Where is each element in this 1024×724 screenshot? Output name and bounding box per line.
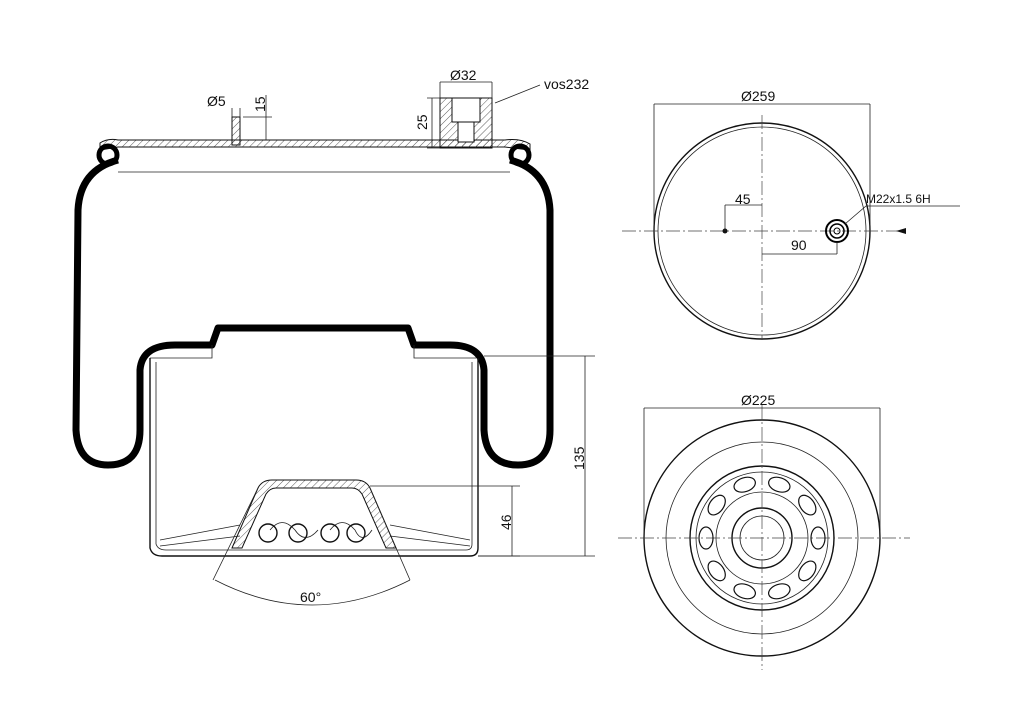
top-diameter-dim xyxy=(653,103,871,231)
port-offset-label: 90 xyxy=(791,237,807,253)
side-view: Ø5 15 Ø32 25 vos232 135 46 60° xyxy=(72,67,595,606)
piston-ribs xyxy=(159,522,471,547)
bottom-diameter-label: Ø225 xyxy=(741,392,775,408)
piston-dome xyxy=(231,479,397,549)
piston-inner xyxy=(155,362,473,551)
top-diameter-label: Ø259 xyxy=(741,88,775,104)
rib-hole-3 xyxy=(320,523,340,543)
piston-height-label: 46 xyxy=(498,514,514,530)
rib-hole-1 xyxy=(258,523,278,543)
pin-offset-label: 45 xyxy=(735,191,751,207)
top-port-inner xyxy=(833,227,841,235)
piston-body xyxy=(149,358,479,557)
bottom-lobe xyxy=(810,526,826,550)
pin-diameter-label: Ø5 xyxy=(207,93,226,109)
fitting-code-label: vos232 xyxy=(544,76,589,92)
bellow-outline xyxy=(72,156,554,469)
fitting-height-label: 25 xyxy=(414,114,430,130)
bottom-view: Ø225 xyxy=(618,392,910,670)
fitting-stem xyxy=(457,121,475,143)
bottom-lobe xyxy=(733,476,756,493)
piston-rim-right xyxy=(413,345,476,359)
piston-rim-left xyxy=(150,345,213,359)
bottom-lobe xyxy=(707,494,726,516)
rib-hole-2 xyxy=(288,523,308,543)
rib-hole-4 xyxy=(346,523,366,543)
overall-height-label: 135 xyxy=(571,446,587,470)
thread-leader xyxy=(844,205,960,225)
port-offset-dim xyxy=(762,242,838,255)
angle-arc xyxy=(214,579,411,606)
top-arrow xyxy=(896,228,906,234)
top-port-mid xyxy=(829,223,845,239)
fitting-diameter-dim xyxy=(439,81,493,98)
pin-diameter-dim xyxy=(231,108,241,117)
bottom-lobe xyxy=(798,494,817,516)
bottom-lobe xyxy=(698,526,714,550)
angle-label: 60° xyxy=(300,589,321,605)
bottom-lobe xyxy=(798,560,817,582)
top-view: Ø259 45 90 M22x1.5 6H xyxy=(622,88,960,340)
bottom-diameter-dim xyxy=(643,407,881,538)
bottom-lobe xyxy=(768,476,791,493)
bottom-lobe xyxy=(768,583,791,600)
fitting-diameter-label: Ø32 xyxy=(450,67,477,83)
bottom-lobe xyxy=(707,560,726,582)
fitting-leader xyxy=(494,84,541,104)
piston-height-dim xyxy=(370,485,520,557)
bottom-lobe xyxy=(733,583,756,600)
thread-spec-label: M22x1.5 6H xyxy=(866,192,931,206)
angle-line-left xyxy=(212,487,259,581)
pin-length-label: 15 xyxy=(252,96,268,112)
fitting-height-dim xyxy=(427,97,440,149)
bottom-lobes xyxy=(698,476,826,600)
pin-length-dim xyxy=(243,95,272,140)
fitting-bore xyxy=(451,97,481,123)
angle-line-right xyxy=(369,487,411,581)
pin-offset-dim xyxy=(724,204,762,231)
locating-pin xyxy=(231,116,241,146)
top-plate xyxy=(99,138,531,151)
